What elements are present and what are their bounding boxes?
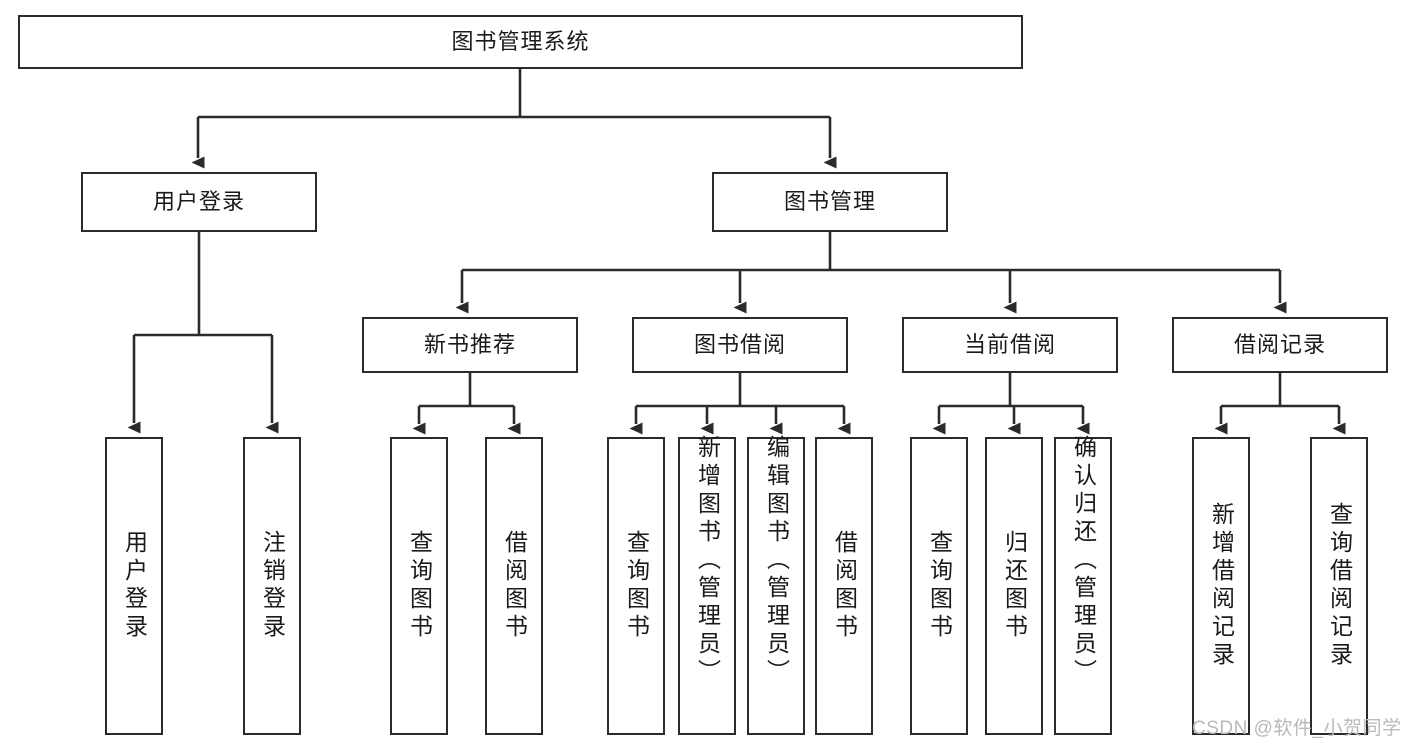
node-borrow-record-label: 借阅记录: [1233, 331, 1326, 357]
leaf-borrow-book-1-label: 借阅图书: [501, 530, 528, 642]
leaf-add-record-label: 新增借阅记录: [1208, 502, 1235, 670]
connector-borrow-record: [1214, 373, 1346, 435]
leaf-return-book-label: 归还图书: [1001, 530, 1028, 642]
leaf-confirm-return[interactable]: 确认归还（管理员）: [1054, 435, 1112, 735]
connector-book-manage: [455, 232, 1287, 314]
node-borrow-record[interactable]: 借阅记录: [1172, 317, 1388, 373]
leaf-query-book-1[interactable]: 查询图书: [390, 437, 448, 735]
leaf-confirm-return-label: 确认归还（管理员）: [1070, 435, 1097, 687]
leaf-user-login-label: 用户登录: [121, 530, 148, 642]
node-user-login-label: 用户登录: [152, 188, 245, 214]
leaf-edit-book-label: 编辑图书（管理员）: [763, 435, 790, 687]
leaf-borrow-book-2[interactable]: 借阅图书: [815, 437, 873, 735]
leaf-edit-book[interactable]: 编辑图书（管理员）: [747, 435, 805, 735]
connector-root: [191, 69, 837, 169]
node-current-borrow[interactable]: 当前借阅: [902, 317, 1118, 373]
node-new-book-rec[interactable]: 新书推荐: [362, 317, 578, 373]
connector-new-book-rec: [412, 373, 521, 435]
leaf-query-book-3[interactable]: 查询图书: [910, 437, 968, 735]
leaf-logout-label: 注销登录: [259, 530, 286, 642]
leaf-add-record[interactable]: 新增借阅记录: [1192, 437, 1250, 735]
leaf-query-record[interactable]: 查询借阅记录: [1310, 437, 1368, 735]
connector-current-borrow: [932, 373, 1090, 435]
leaf-query-book-2[interactable]: 查询图书: [607, 437, 665, 735]
node-root[interactable]: 图书管理系统: [18, 15, 1023, 69]
node-current-borrow-label: 当前借阅: [963, 331, 1056, 357]
csdn-watermark: CSDN @软件_小贺同学: [1192, 718, 1402, 739]
leaf-add-book[interactable]: 新增图书（管理员）: [678, 435, 736, 735]
connector-user-login: [127, 232, 279, 434]
node-new-book-rec-label: 新书推荐: [423, 331, 516, 357]
leaf-user-login[interactable]: 用户登录: [105, 437, 163, 735]
leaf-query-book-3-label: 查询图书: [926, 530, 953, 642]
node-book-borrow-label: 图书借阅: [693, 331, 786, 357]
leaf-borrow-book-1[interactable]: 借阅图书: [485, 437, 543, 735]
node-root-label: 图书管理系统: [451, 28, 590, 54]
leaf-borrow-book-2-label: 借阅图书: [831, 530, 858, 642]
leaf-query-record-label: 查询借阅记录: [1326, 502, 1353, 670]
leaf-return-book[interactable]: 归还图书: [985, 437, 1043, 735]
leaf-add-book-label: 新增图书（管理员）: [694, 435, 721, 687]
node-user-login[interactable]: 用户登录: [81, 172, 317, 232]
leaf-query-book-1-label: 查询图书: [406, 530, 433, 642]
leaf-logout[interactable]: 注销登录: [243, 437, 301, 735]
leaf-query-book-2-label: 查询图书: [623, 530, 650, 642]
node-book-borrow[interactable]: 图书借阅: [632, 317, 848, 373]
node-book-manage[interactable]: 图书管理: [712, 172, 948, 232]
node-book-manage-label: 图书管理: [783, 188, 876, 214]
connector-book-borrow: [629, 373, 851, 435]
